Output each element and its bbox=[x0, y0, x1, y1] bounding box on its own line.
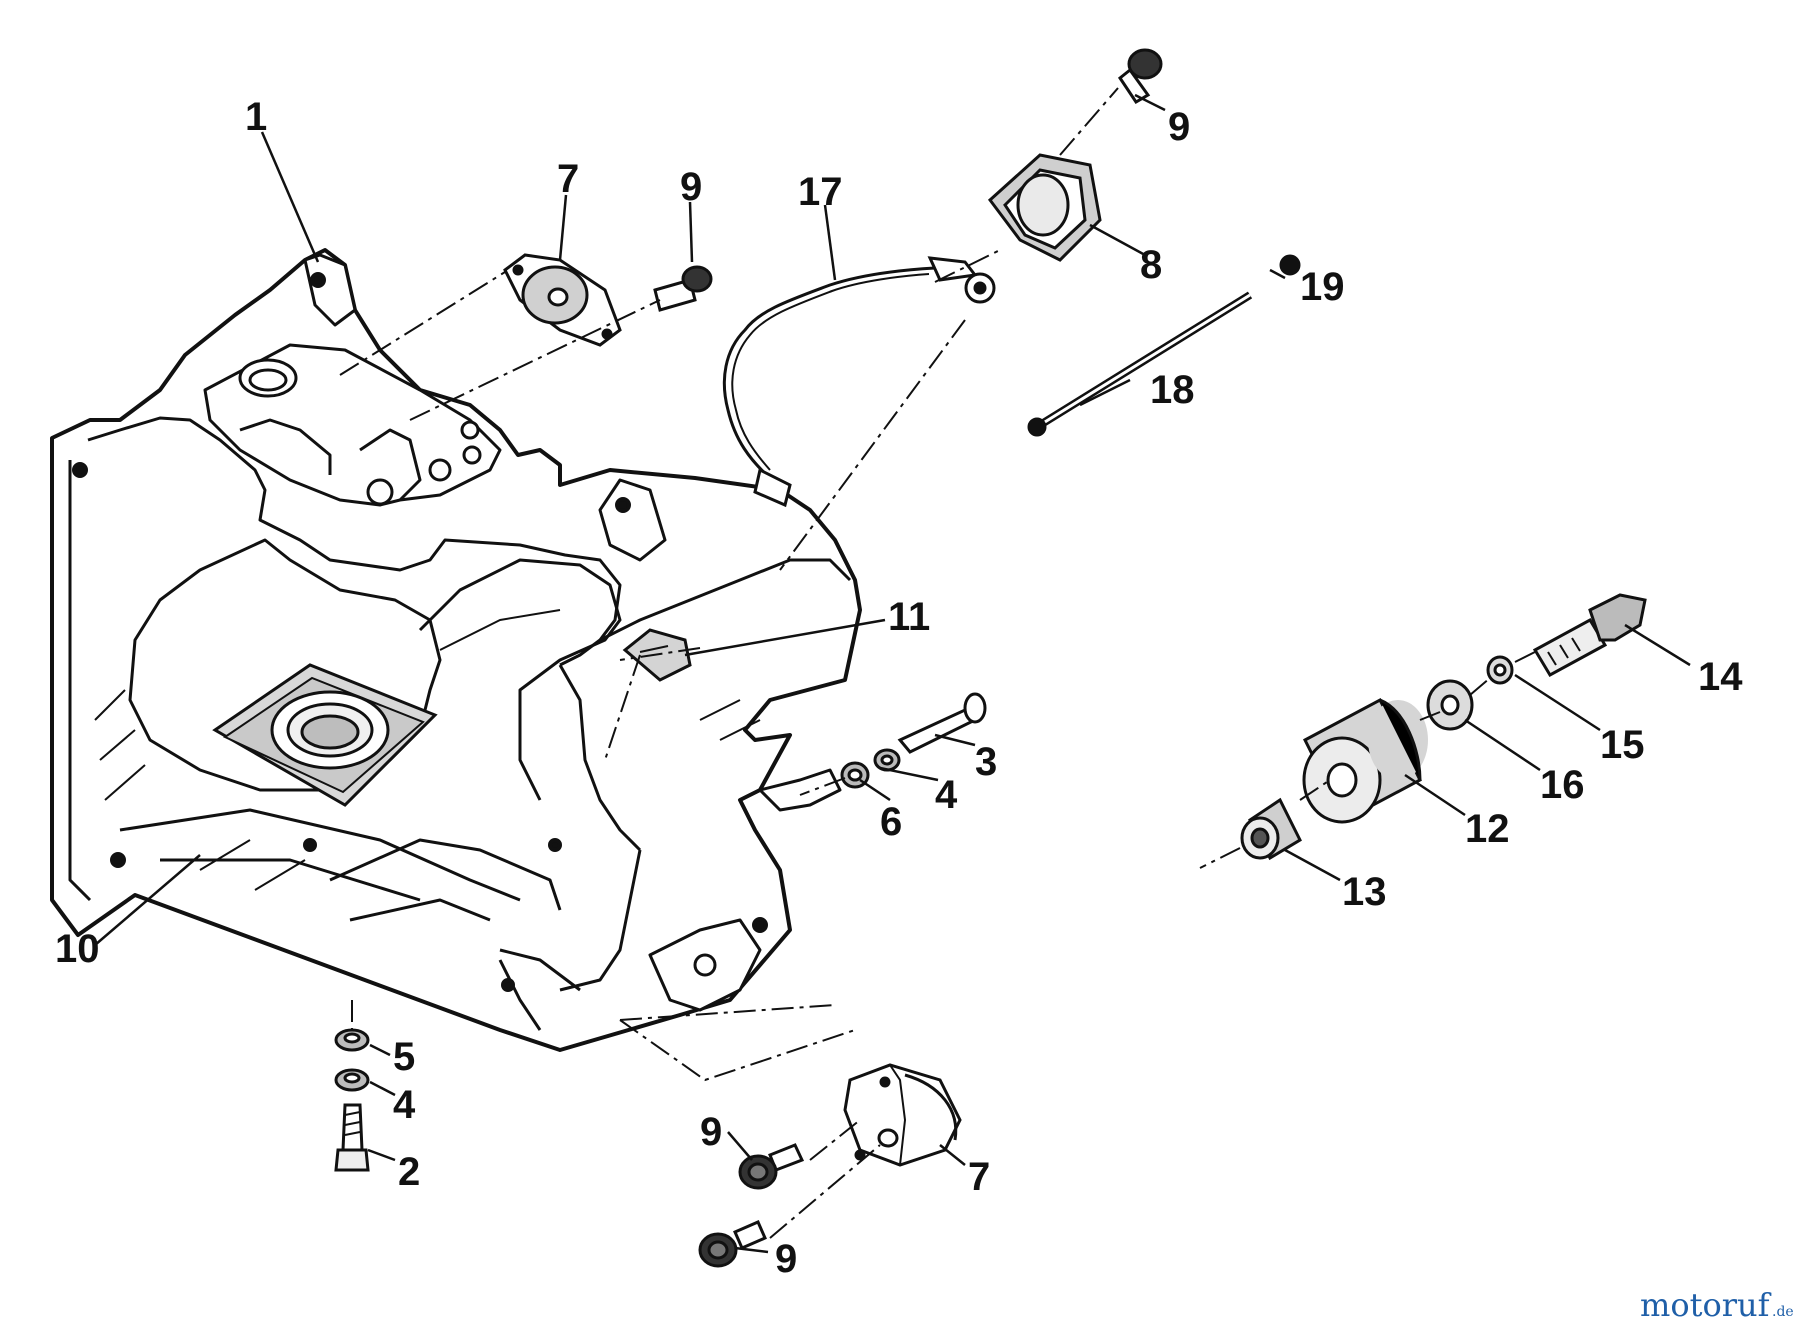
callout-7-upper: 7 bbox=[557, 157, 579, 201]
assembly-lines bbox=[339, 87, 1536, 1239]
callout-4-side: 4 bbox=[935, 773, 958, 817]
leader-lines bbox=[94, 93, 1691, 1254]
callout-9-lower-b: 9 bbox=[775, 1237, 797, 1281]
callout-1: 1 bbox=[245, 95, 267, 139]
buffer-cap bbox=[987, 153, 1102, 262]
callout-4-bottom: 4 bbox=[393, 1083, 416, 1127]
callout-18: 18 bbox=[1150, 368, 1195, 412]
callout-12: 12 bbox=[1465, 807, 1510, 851]
tie-rod bbox=[1027, 254, 1301, 437]
engine-housing bbox=[50, 248, 862, 1052]
callout-7-lower: 7 bbox=[968, 1155, 990, 1199]
gasket-plate bbox=[212, 663, 438, 807]
callout-labels: 1 7 9 17 9 8 19 18 11 3 4 6 14 15 16 12 … bbox=[55, 95, 1743, 1281]
mount-bracket-lower bbox=[843, 1063, 962, 1167]
callout-13: 13 bbox=[1342, 870, 1387, 914]
callout-10: 10 bbox=[55, 927, 100, 971]
callout-6: 6 bbox=[880, 800, 902, 844]
mount-bracket-upper bbox=[503, 253, 622, 347]
screw-lower-a bbox=[738, 1143, 805, 1190]
screw-top bbox=[1117, 48, 1163, 105]
callout-9-top: 9 bbox=[1168, 105, 1190, 149]
callout-2: 2 bbox=[398, 1150, 420, 1194]
callout-17: 17 bbox=[798, 170, 843, 214]
callout-3: 3 bbox=[975, 740, 997, 784]
callout-15: 15 bbox=[1600, 723, 1645, 767]
bolt-set-bottom bbox=[334, 1028, 370, 1172]
screw-upper bbox=[653, 265, 713, 312]
callout-9-upper: 9 bbox=[680, 165, 702, 209]
isolator-assembly bbox=[1240, 593, 1647, 861]
callout-11: 11 bbox=[888, 595, 930, 639]
ground-cable bbox=[722, 256, 996, 508]
bolt-set-side bbox=[840, 692, 987, 789]
callout-19: 19 bbox=[1300, 265, 1345, 309]
watermark-suffix: .de bbox=[1772, 1304, 1794, 1320]
screw-lower-b bbox=[698, 1220, 767, 1268]
callout-16: 16 bbox=[1540, 763, 1585, 807]
watermark-logo: motoruf .de bbox=[1640, 1286, 1794, 1324]
callout-8: 8 bbox=[1140, 243, 1162, 287]
callout-9-lower-a: 9 bbox=[700, 1110, 722, 1154]
watermark-name: motoruf bbox=[1640, 1286, 1772, 1324]
callout-5: 5 bbox=[393, 1035, 415, 1079]
callout-14: 14 bbox=[1698, 655, 1743, 699]
